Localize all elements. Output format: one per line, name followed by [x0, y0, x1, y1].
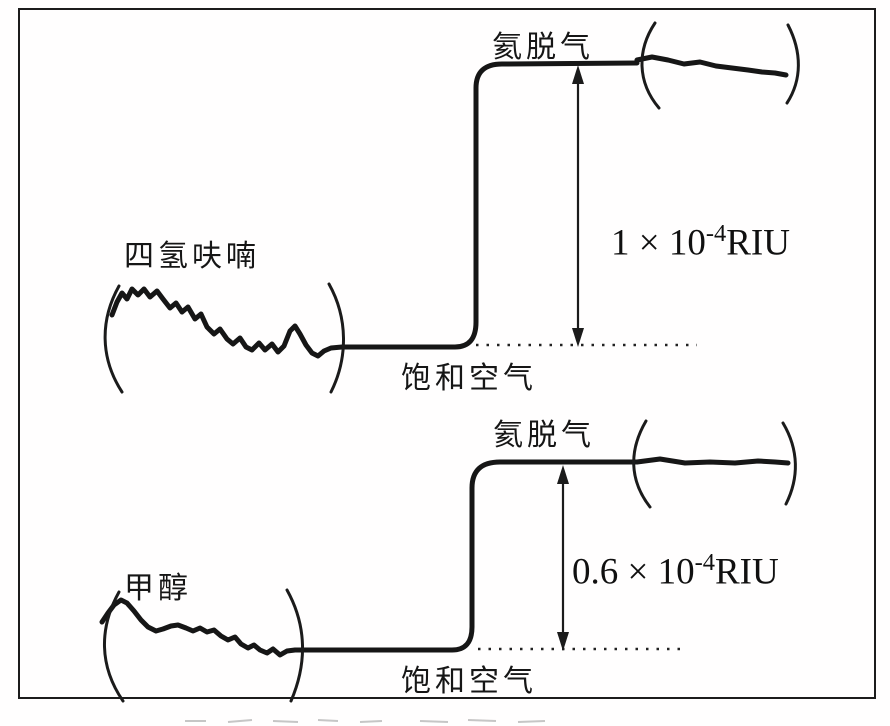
baseline-label-bottom: 饱和空气	[401, 665, 537, 698]
top-left-open-paren	[103, 284, 124, 394]
step-height-exponent-bottom: -4	[694, 549, 715, 576]
step-height-unit-bottom: RIU	[714, 551, 779, 593]
bottom-right-close-paren	[781, 421, 797, 506]
step-height-value-top: 1 × 10-4RIU	[611, 220, 790, 264]
bottom-left-open-paren	[103, 590, 125, 703]
solvent-label-top: 四氢呋喃	[124, 240, 260, 273]
top-trace-path	[109, 60, 640, 359]
step-height-unit-top: RIU	[726, 222, 790, 264]
step-height-value-bottom: 0.6 × 10-4RIU	[572, 549, 779, 593]
step-height-exponent-top: -4	[705, 220, 727, 247]
cutoff-caption-marks	[185, 719, 546, 723]
figure-border	[18, 8, 876, 699]
solvent-label-bottom: 甲醇	[124, 572, 192, 605]
degas-label-bottom: 氦脱气	[493, 419, 595, 452]
top-right-open-paren	[640, 21, 661, 110]
baseline-label-top: 饱和空气	[401, 362, 537, 395]
step-height-arrow-bottom	[557, 465, 569, 651]
top-trace-tail-path	[634, 54, 789, 78]
bottom-trace-path	[99, 459, 640, 658]
bottom-trace-tail-path	[634, 456, 791, 466]
bottom-left-close-paren	[285, 588, 305, 703]
bottom-right-open-paren	[632, 419, 652, 509]
step-height-arrow-top	[572, 65, 584, 347]
top-left-close-paren	[327, 282, 345, 394]
degas-label-top: 氦脱气	[492, 31, 594, 64]
step-height-prefix-top: 1 × 10	[611, 222, 706, 264]
step-height-prefix-bottom: 0.6 × 10	[572, 551, 695, 593]
top-right-close-paren	[785, 23, 800, 105]
